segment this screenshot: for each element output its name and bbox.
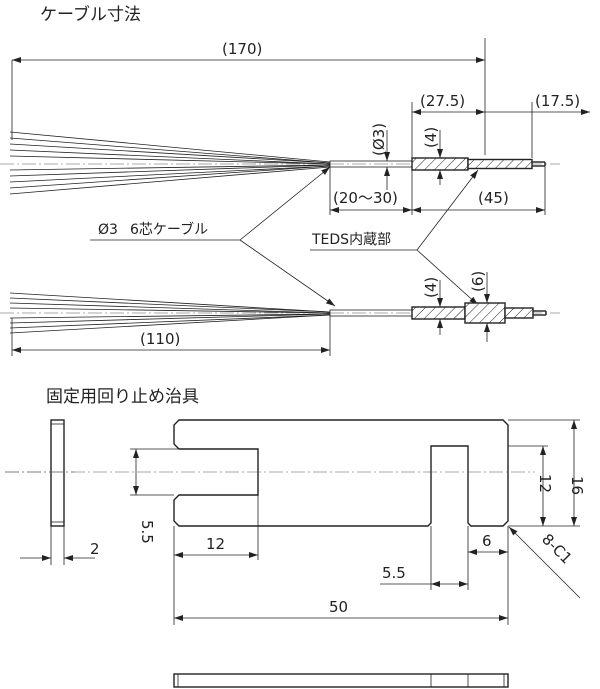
upper-sensor-body [411,157,469,171]
cable-type-callout: Ø3 6芯ケーブル [90,166,336,307]
dim-length-label: 50 [329,598,348,616]
jig-bottom-plate [173,673,509,688]
dim-notch-offset-label: 5.5 [382,564,406,582]
dim-lower-dia-label: (4) [422,277,440,298]
dim-strip-range-label: (20〜30) [333,189,398,207]
dim-lower-length-label: (110) [140,330,180,348]
dim-sensor-length: (45) [411,166,546,215]
jig-side-plate [50,419,65,527]
jig-outline [173,419,509,527]
dim-slot-width-label: 5.5 [138,520,156,544]
dim-sensor-length-label: (45) [478,189,509,207]
dim-sheath-dia-label: (Ø3) [370,123,388,156]
jig-front-view: 5.5 12 5.5 6 50 12 16 8-C1 [5,419,586,625]
lower-wire-fan [9,292,331,334]
dim-total-length-label: (170) [222,40,262,58]
lower-cable [0,292,560,334]
cable-type-dia: Ø3 [98,222,118,238]
dim-strip-range: (20〜30) [329,167,412,215]
dim-seg-a-label: (27.5) [420,92,465,110]
dim-notch-width-label: 6 [482,532,492,550]
dim-upper-segments: (27.5) (17.5) [411,92,590,158]
upper-sensor-tip [467,158,533,170]
dim-thickness-label: 2 [90,540,100,558]
dim-slot-depth-label: 12 [206,535,225,553]
dim-lower-length: (110) [11,316,331,356]
jig-side-view: 2 [5,419,100,565]
dim-lower-teds-dia: (6) [469,271,490,342]
dim-seg-b-label: (17.5) [535,92,580,110]
teds-callout: TEDS内蔵部 [310,169,479,306]
dim-lower-dia: (4) [422,277,443,335]
lower-sensor-body [411,306,466,320]
dim-lower-teds-dia-label: (6) [469,271,487,292]
upper-wire-fan [9,131,331,195]
jig-bottom-view [173,673,509,688]
dim-height-label: 16 [568,476,586,495]
upper-cable [0,131,560,195]
dim-total-length: (170) [11,38,486,155]
lower-sensor-tip [504,307,534,319]
teds-label: TEDS内蔵部 [311,232,391,248]
dim-notch-height-label: 12 [536,474,554,493]
dim-sensor-dia-label: (4) [422,127,440,148]
dim-sensor-dia: (4) [422,127,443,185]
jig-title: 固定用回り止め治具 [46,387,199,407]
cable-dimensions-title: ケーブル寸法 [40,4,141,25]
lower-teds-block [464,302,506,324]
cable-type-label: 6芯ケーブル [130,221,208,238]
dim-sheath-dia: (Ø3) [370,123,390,190]
